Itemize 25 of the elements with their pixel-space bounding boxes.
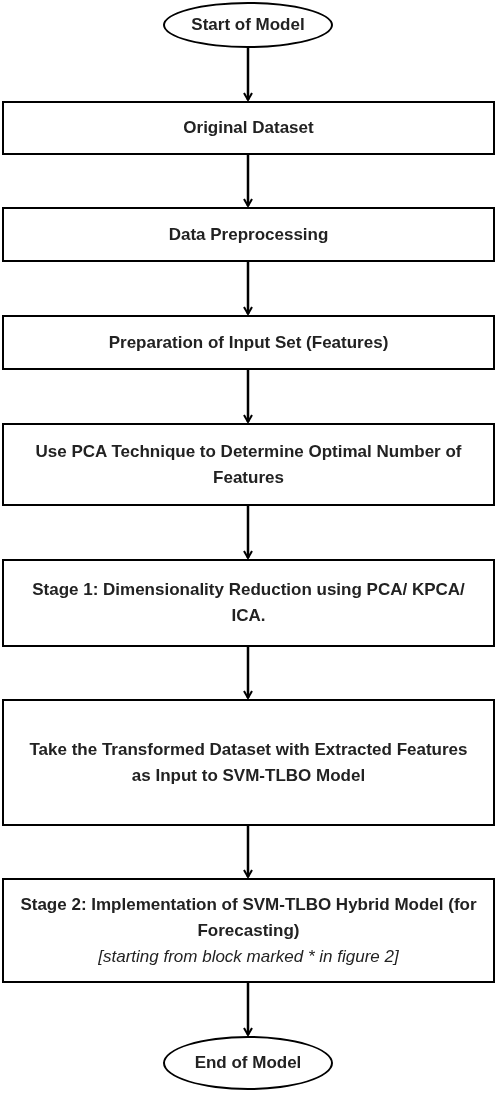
node-text: Take the Transformed Dataset with Extracted Features as Input to SVM-TLBO Model xyxy=(28,738,469,787)
process-box xyxy=(2,101,495,155)
node-text: Original Dataset xyxy=(183,117,314,139)
process-box xyxy=(2,423,495,506)
node-text: End of Model xyxy=(194,1052,302,1074)
node-text: Data Preprocessing xyxy=(168,223,329,246)
node-text: Preparation of Input Set (Features) xyxy=(108,331,389,354)
arrow xyxy=(243,647,253,699)
arrow xyxy=(243,826,253,878)
arrow xyxy=(243,262,253,315)
process-box xyxy=(2,207,495,262)
process-box xyxy=(2,559,495,647)
arrow xyxy=(243,48,253,101)
arrow xyxy=(243,983,253,1036)
node-text: Stage 1: Dimensionality Reduction using PCA/ KPCA/ ICA. xyxy=(31,579,466,627)
arrow xyxy=(243,506,253,559)
arrow xyxy=(243,370,253,423)
node-text: Start of Model xyxy=(191,14,305,36)
process-box xyxy=(2,878,495,983)
node-text: Stage 2: Implementation of SVM-TLBO Hybrid Model (for Forecasting) xyxy=(20,893,477,942)
node-text: [starting from block marked * in figure 2] xyxy=(98,945,399,968)
process-box xyxy=(2,699,495,826)
process-box xyxy=(2,315,495,370)
node-text: Use PCA Technique to Determine Optimal Number of Features xyxy=(34,440,463,489)
arrow xyxy=(243,155,253,207)
